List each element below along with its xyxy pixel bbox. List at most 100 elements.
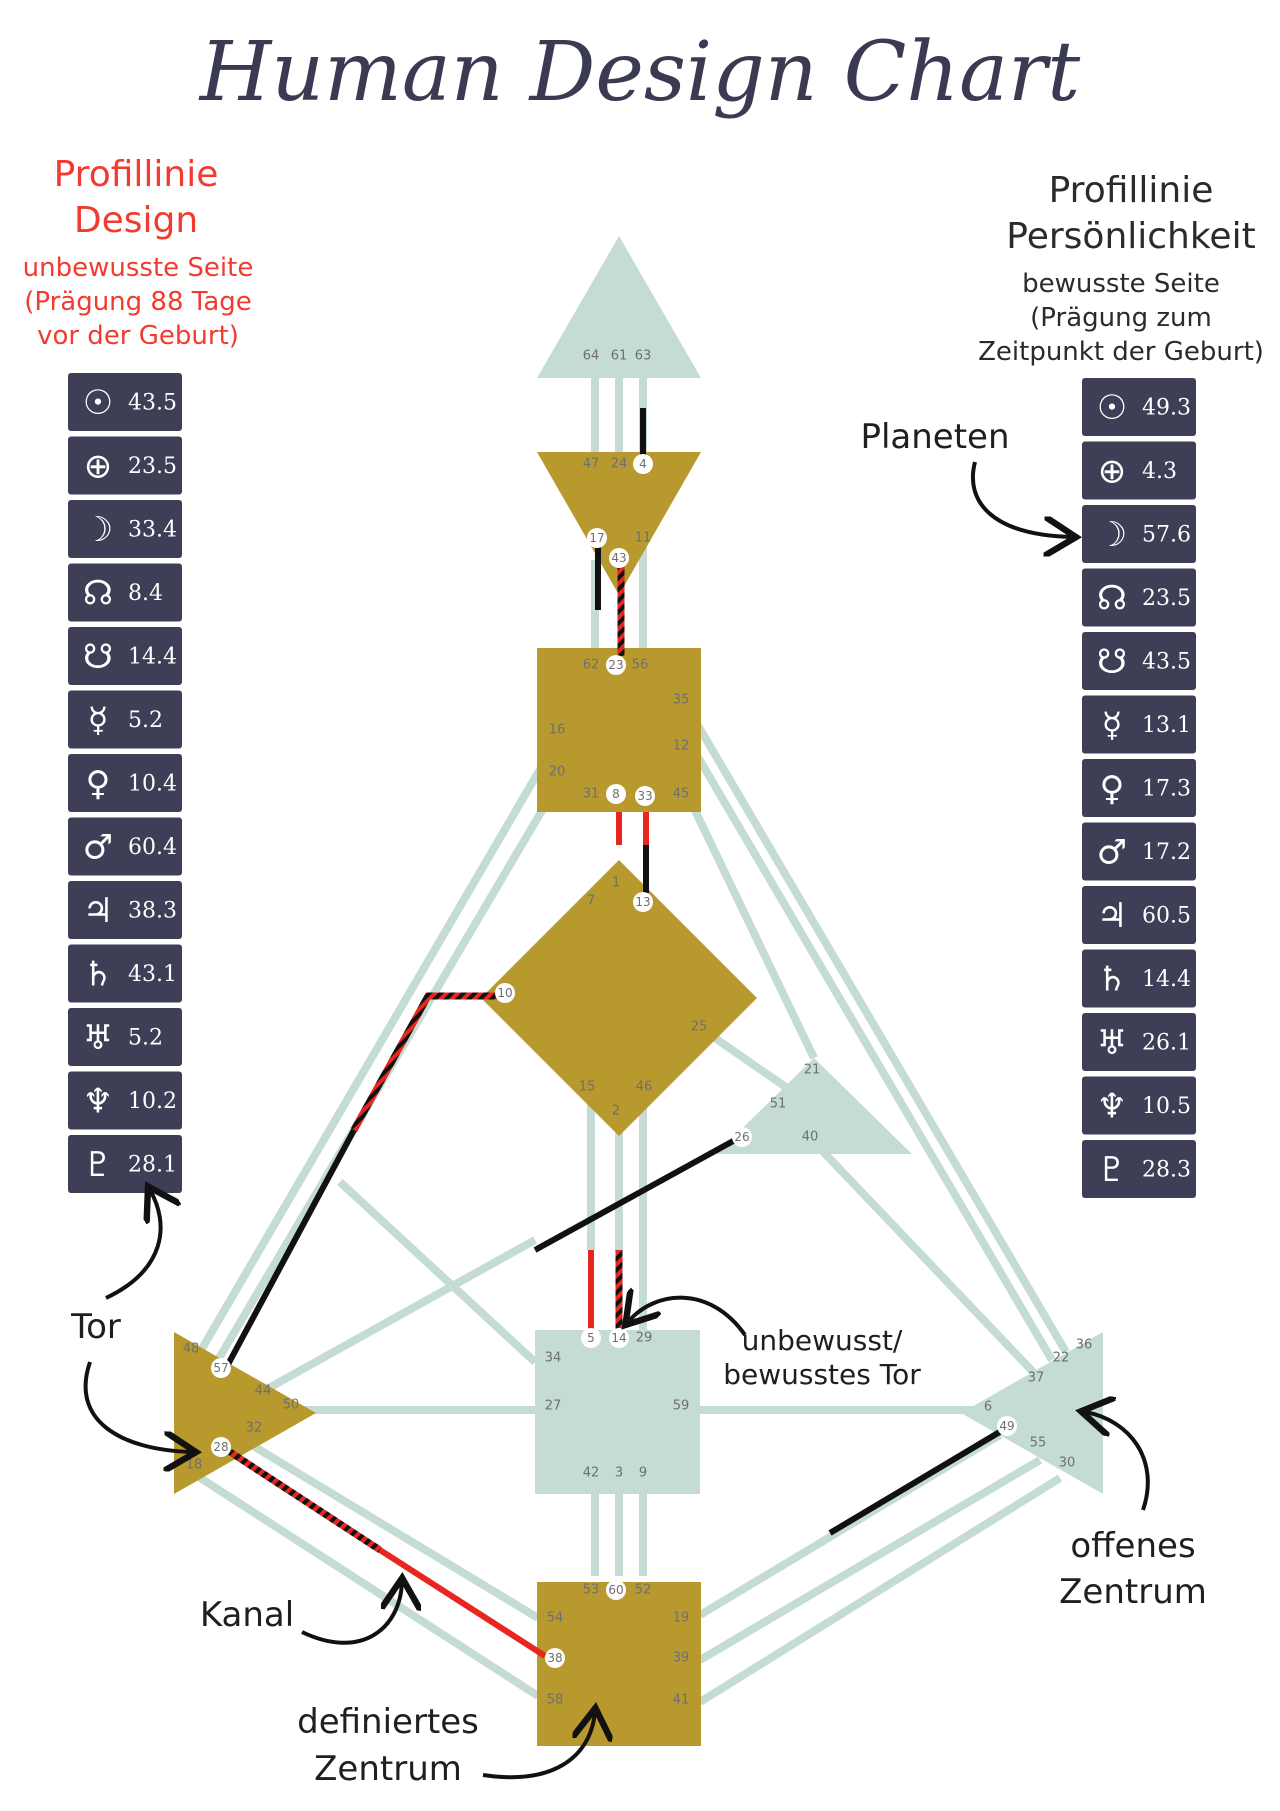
planet-value: 5.2 bbox=[128, 708, 163, 733]
gate-number: 46 bbox=[636, 1080, 653, 1095]
channel-28-38-striped bbox=[228, 1449, 382, 1553]
planet-row: ♇28.3 bbox=[1082, 1140, 1196, 1198]
planet-value: 17.3 bbox=[1142, 777, 1191, 802]
defined-center-label-line-2: Zentrum bbox=[314, 1749, 462, 1789]
gate-number: 39 bbox=[673, 1651, 690, 1666]
planet-row: ♃60.5 bbox=[1082, 886, 1196, 944]
design-subheading-line-2: (Prägung 88 Tage bbox=[24, 287, 252, 317]
tor-type-arrow bbox=[628, 1298, 747, 1337]
gate-number: 51 bbox=[770, 1097, 787, 1112]
gate-53: 53 bbox=[583, 1583, 600, 1598]
planet-value: 10.5 bbox=[1142, 1094, 1191, 1119]
gate-37: 37 bbox=[1028, 1371, 1045, 1386]
mars-icon: ♂ bbox=[1097, 833, 1127, 873]
gate-number: 35 bbox=[673, 693, 690, 708]
gate-23: 23 bbox=[606, 655, 626, 675]
gate-number: 26 bbox=[734, 1130, 749, 1144]
planet-tile bbox=[68, 436, 182, 495]
planet-tile bbox=[68, 690, 182, 749]
personality-subheading-line-2: (Prägung zum bbox=[1030, 303, 1212, 333]
planet-tile bbox=[68, 1008, 182, 1066]
planet-row: ☋14.4 bbox=[68, 627, 182, 685]
personality-subheading-line-3: Zeitpunkt der Geburt) bbox=[978, 337, 1264, 367]
channel-10-57-striped bbox=[350, 992, 503, 1132]
planet-row: ♂17.2 bbox=[1082, 822, 1196, 881]
uranus-icon: ♅ bbox=[83, 1018, 113, 1058]
gate-5: 5 bbox=[581, 1328, 601, 1348]
gate-number: 3 bbox=[615, 1466, 623, 1481]
gate-62: 62 bbox=[583, 658, 600, 673]
spleen-center bbox=[174, 1332, 316, 1494]
saturn-icon: ♄ bbox=[1097, 960, 1127, 1000]
gate-10: 10 bbox=[495, 983, 515, 1003]
gate-marker bbox=[732, 1127, 752, 1147]
planet-row: ♃38.3 bbox=[68, 881, 182, 939]
mercury-icon: ☿ bbox=[1102, 706, 1123, 746]
sun-icon: ☉ bbox=[1097, 388, 1127, 428]
open-center-label-line-2: Zentrum bbox=[1059, 1572, 1207, 1612]
gate-marker bbox=[635, 786, 655, 806]
planet-value: 43.5 bbox=[128, 391, 177, 416]
gate-marker bbox=[211, 1437, 231, 1457]
gate-22: 22 bbox=[1053, 1351, 1070, 1366]
jupiter-icon: ♃ bbox=[1097, 896, 1127, 936]
activated-lines bbox=[222, 408, 1005, 1659]
pluto-icon: ♇ bbox=[83, 1145, 113, 1185]
kanal-arrow bbox=[301, 1582, 402, 1645]
planet-value: 23.5 bbox=[1142, 586, 1191, 611]
planet-value: 49.3 bbox=[1142, 396, 1191, 421]
gate-number: 60 bbox=[608, 1583, 623, 1597]
design-heading-line-2: Design bbox=[74, 200, 198, 241]
gate-2: 2 bbox=[612, 1104, 620, 1119]
gate-48: 48 bbox=[183, 1342, 200, 1357]
gate-43: 43 bbox=[609, 548, 629, 568]
design-heading: Profillinie Design unbewusste Seite (Prä… bbox=[23, 154, 254, 351]
gate-42: 42 bbox=[583, 1466, 600, 1481]
gate-number: 38 bbox=[547, 1651, 562, 1665]
planet-tile bbox=[1082, 759, 1196, 817]
gate-number: 36 bbox=[1076, 1338, 1093, 1353]
planet-tile bbox=[68, 373, 182, 431]
gate-33: 33 bbox=[635, 786, 655, 806]
design-subheading-line-3: vor der Geburt) bbox=[37, 321, 239, 351]
tor-arrow-up bbox=[105, 1190, 161, 1300]
gate-number: 12 bbox=[673, 739, 690, 754]
gate-number: 37 bbox=[1028, 1371, 1045, 1386]
tor-arrow-down bbox=[83, 1361, 192, 1452]
personality-heading-line-2: Persönlichkeit bbox=[1006, 216, 1255, 257]
gate-marker bbox=[545, 1648, 565, 1668]
south-node-icon: ☋ bbox=[1097, 642, 1127, 682]
gate-marker bbox=[587, 528, 607, 548]
planet-row: ☉ 49.3 bbox=[1082, 378, 1196, 436]
neptune-icon: ♆ bbox=[1097, 1087, 1127, 1127]
gate-number: 17 bbox=[589, 531, 604, 545]
planet-tile bbox=[1082, 886, 1196, 944]
gate-number: 23 bbox=[608, 658, 623, 672]
gate-6: 6 bbox=[984, 1400, 992, 1415]
gate-number: 43 bbox=[611, 551, 626, 565]
channel-45-21 bbox=[686, 798, 818, 1060]
gate-32: 32 bbox=[246, 1421, 263, 1436]
planet-value: 33.4 bbox=[128, 518, 177, 543]
planet-row: ☿ 5.2 bbox=[68, 690, 182, 749]
gate-61: 61 bbox=[611, 349, 628, 364]
open-center-label-line-1: offenes bbox=[1070, 1526, 1195, 1566]
gate-50: 50 bbox=[283, 1398, 300, 1413]
moon-icon: ☽ bbox=[1097, 515, 1127, 555]
planet-row: ♅5.2 bbox=[68, 1008, 182, 1066]
gate-38: 38 bbox=[545, 1648, 565, 1668]
planet-tile bbox=[68, 944, 182, 1003]
gate-17: 17 bbox=[587, 528, 607, 548]
gate-number: 32 bbox=[246, 1421, 263, 1436]
gate-45: 45 bbox=[673, 787, 690, 802]
planet-value: 38.3 bbox=[128, 899, 177, 924]
moon-icon: ☽ bbox=[83, 510, 113, 550]
channel-39-55 bbox=[697, 1456, 1043, 1664]
planet-tile bbox=[68, 1135, 182, 1193]
gate-number: 33 bbox=[637, 789, 652, 803]
gate-49: 49 bbox=[997, 1416, 1017, 1436]
mercury-icon: ☿ bbox=[88, 701, 109, 741]
planet-row: ♆10.2 bbox=[68, 1071, 182, 1130]
planet-value: 8.4 bbox=[128, 581, 163, 606]
planet-row: ⊕23.5 bbox=[68, 436, 182, 495]
